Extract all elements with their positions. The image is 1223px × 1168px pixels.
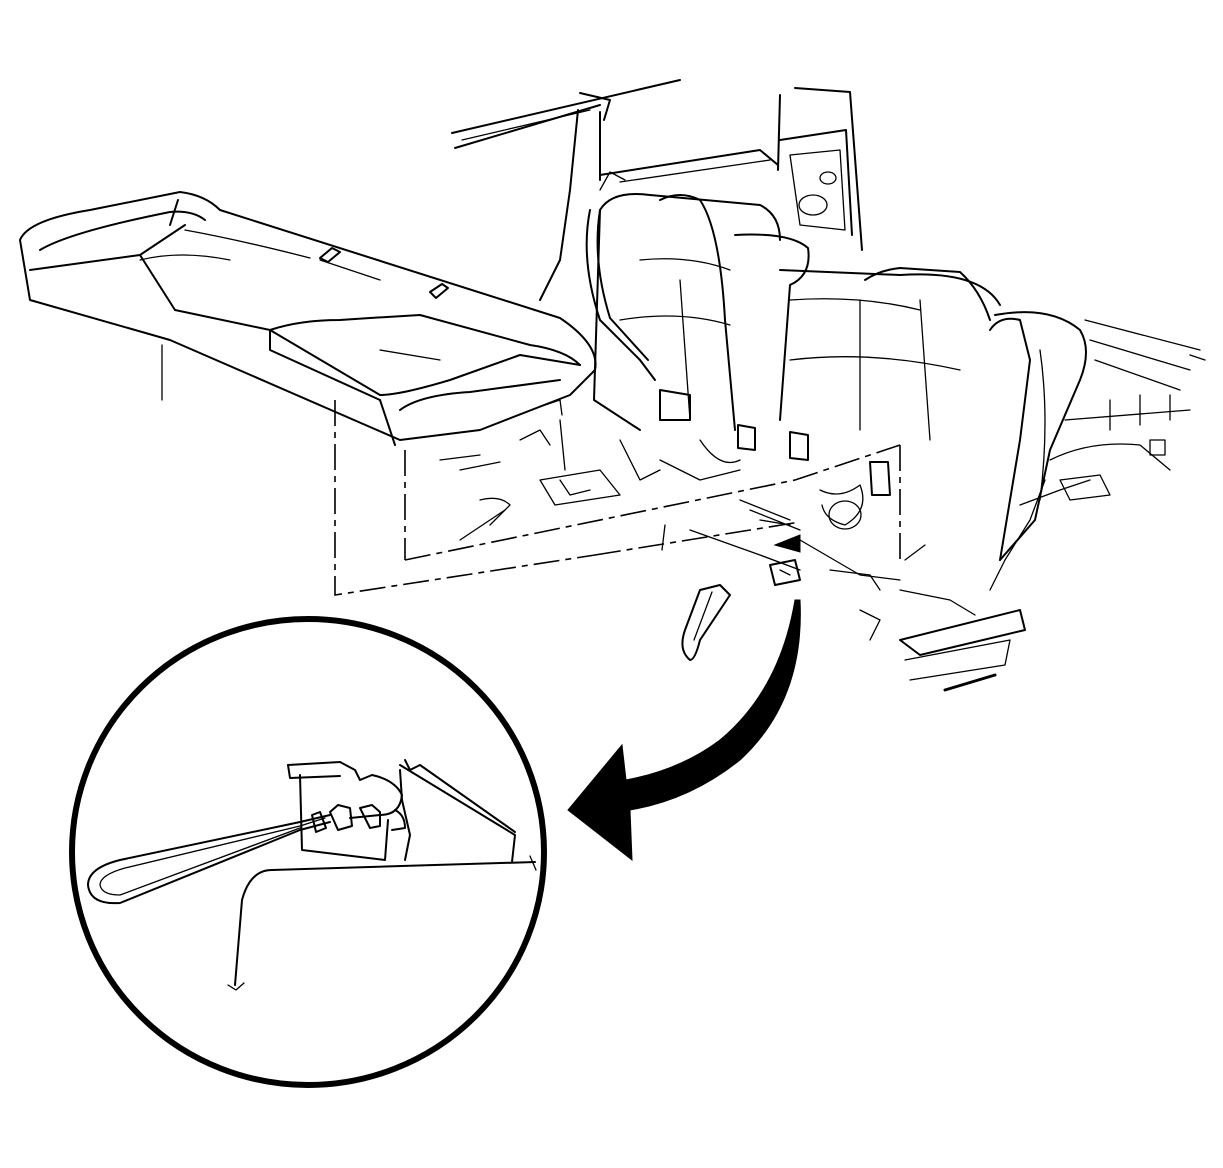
- detail-view: [87, 759, 537, 991]
- rear-seat-cushion: [19, 191, 597, 446]
- floor-pan: [439, 319, 1206, 692]
- magnify-circle-icon: [69, 616, 547, 1088]
- curved-arrow-icon: [567, 599, 801, 862]
- cushion-retaining-strap: [681, 559, 801, 661]
- vehicle-body: [451, 79, 863, 301]
- seat-belt-retractor: [585, 209, 891, 530]
- pointer-icon: [773, 534, 801, 553]
- leader-lines: [334, 400, 901, 596]
- rear-seat-back: [593, 193, 1087, 561]
